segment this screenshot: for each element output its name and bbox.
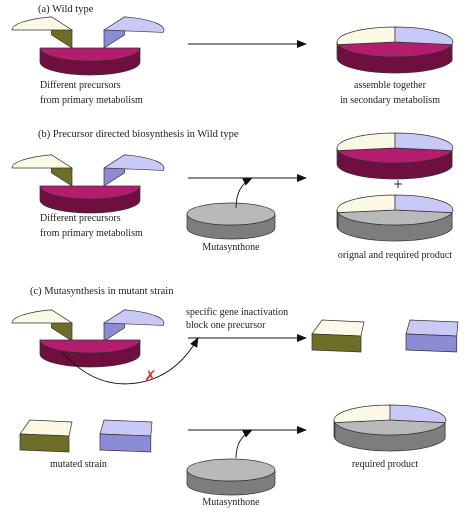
original-magenta-b	[337, 147, 453, 180]
mutated-lavender-c1	[405, 319, 459, 353]
required-cream-c	[333, 404, 391, 440]
required-cream-b	[336, 194, 396, 230]
panel-c-arrow-label-line1: specific gene inactivation	[186, 307, 289, 318]
required-gray-b	[337, 209, 453, 242]
precursor-lavender-b	[102, 154, 165, 187]
panel-a-heading: (a) Wild type	[38, 4, 94, 15]
panel-c-mutasynthone-label: Mutasynthone	[202, 497, 260, 508]
assembled-lavender-a	[394, 26, 454, 45]
panel-a-assemble-label-line1: assemble together	[354, 80, 426, 91]
precursor-magenta-c	[39, 339, 141, 368]
blocked-curve-arrow-c	[61, 337, 199, 385]
panel-a-assemble-label-line2: in secondary metabolism	[340, 95, 440, 106]
panel-c-product-label: required product	[351, 459, 419, 470]
original-cream-b	[336, 132, 396, 168]
original-lavender-b	[394, 132, 454, 151]
required-lavender-b	[394, 194, 454, 213]
panel-b-product-label: orignal and required product	[337, 250, 453, 261]
assembled-cream-a	[336, 26, 396, 62]
panel-b-precursors-label-line1: Different precursors	[40, 213, 121, 224]
precursor-cream-a	[11, 16, 74, 49]
panel-c-heading: (c) Mutasynthesis in mutant strain	[30, 286, 174, 297]
blocked-pathway-mark: ✗	[144, 367, 157, 385]
assembled-magenta-a	[337, 41, 453, 74]
precursor-cream-b	[11, 154, 74, 187]
panel-c-mutated-strain-label: mutated strain	[50, 459, 107, 470]
required-lavender-c	[389, 404, 447, 423]
mutated-lavender-c2	[99, 419, 153, 453]
mutasynthone-feed-arrow-c	[235, 429, 253, 459]
required-gray-c	[334, 419, 446, 452]
precursor-lavender-c	[102, 309, 165, 342]
panel-b-mutasynthone-label: Mutasynthone	[202, 242, 260, 253]
panel-a-precursors-label-line2: from primary metabolism	[40, 95, 143, 106]
mutated-cream-c1	[311, 319, 365, 353]
precursor-cream-c	[11, 309, 74, 342]
panel-c-arrow-label-line2: block one precursor	[186, 320, 266, 331]
mutasynthone-c	[186, 458, 276, 496]
mutated-cream-c2	[19, 419, 73, 453]
precursor-magenta-b	[39, 185, 141, 214]
plus-sign: +	[393, 177, 404, 191]
precursor-magenta-a	[39, 47, 141, 76]
precursor-lavender-a	[102, 16, 165, 49]
panel-a-precursors-label-line1: Different precursors	[40, 80, 121, 91]
mutasynthone-feed-arrow-b	[235, 177, 253, 209]
panel-b-heading: (b) Precursor directed biosynthesis in W…	[38, 129, 239, 140]
panel-b-precursors-label-line2: from primary metabolism	[40, 228, 143, 239]
mutasynthone-b	[186, 202, 276, 240]
